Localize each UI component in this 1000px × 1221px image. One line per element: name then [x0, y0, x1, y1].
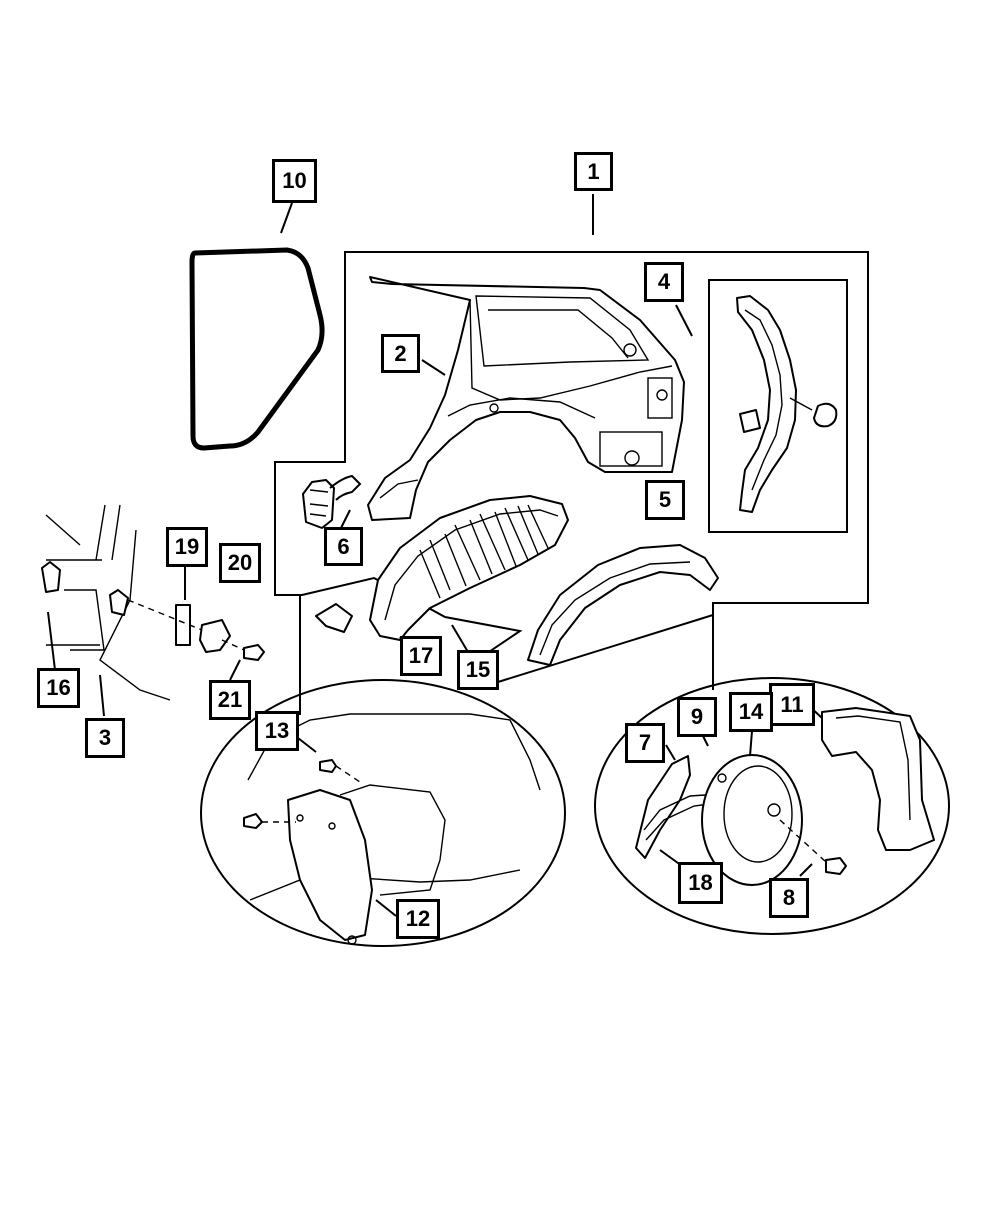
leader-7	[665, 744, 676, 761]
callout-10: 10	[272, 159, 317, 203]
callout-21: 21	[209, 680, 251, 720]
callout-14: 14	[729, 692, 773, 732]
leader-14	[749, 730, 753, 757]
callout-20: 20	[219, 543, 261, 583]
callout-7: 7	[625, 723, 665, 763]
leader-3	[99, 674, 105, 717]
pillar-detail	[41, 504, 265, 701]
callout-1: 1	[574, 152, 613, 191]
bracket-part	[302, 474, 362, 529]
callout-18: 18	[678, 862, 723, 904]
leader-12	[375, 899, 397, 917]
assembly-outline	[274, 251, 869, 684]
callout-12: 12	[396, 899, 440, 939]
callout-9: 9	[677, 697, 717, 737]
callout-13: 13	[255, 711, 299, 751]
leader-2	[421, 359, 446, 376]
leader-4	[675, 304, 693, 337]
callout-8: 8	[769, 878, 809, 918]
reinforcement-part	[736, 295, 838, 513]
leader-21	[229, 659, 241, 681]
wheelhouse-liner-part	[527, 544, 719, 666]
callout-11: 11	[769, 683, 815, 726]
leader-13	[297, 737, 317, 753]
leader-16	[47, 611, 56, 671]
leader-15	[451, 624, 469, 653]
quarter-panel-part	[367, 276, 685, 521]
small-bracket-part	[315, 603, 353, 633]
callout-15: 15	[457, 650, 499, 690]
callout-3: 3	[85, 718, 125, 758]
fuel-door-detail-circle	[594, 677, 950, 935]
leader-10	[280, 202, 293, 234]
glass-seal-part	[189, 247, 325, 451]
fender-liner-detail-circle	[200, 679, 566, 947]
callout-4: 4	[644, 262, 684, 302]
callout-2: 2	[381, 334, 420, 373]
callout-6: 6	[324, 527, 363, 566]
fuel-door-detail	[635, 707, 935, 886]
leader-6	[339, 509, 351, 531]
reinforcement-inset-box	[708, 279, 848, 533]
callout-16: 16	[37, 668, 80, 708]
leader-8	[799, 863, 813, 877]
callout-17: 17	[400, 636, 442, 676]
callout-5: 5	[645, 480, 685, 520]
inner-wheelhouse-part	[369, 495, 569, 641]
callout-19: 19	[166, 527, 208, 567]
